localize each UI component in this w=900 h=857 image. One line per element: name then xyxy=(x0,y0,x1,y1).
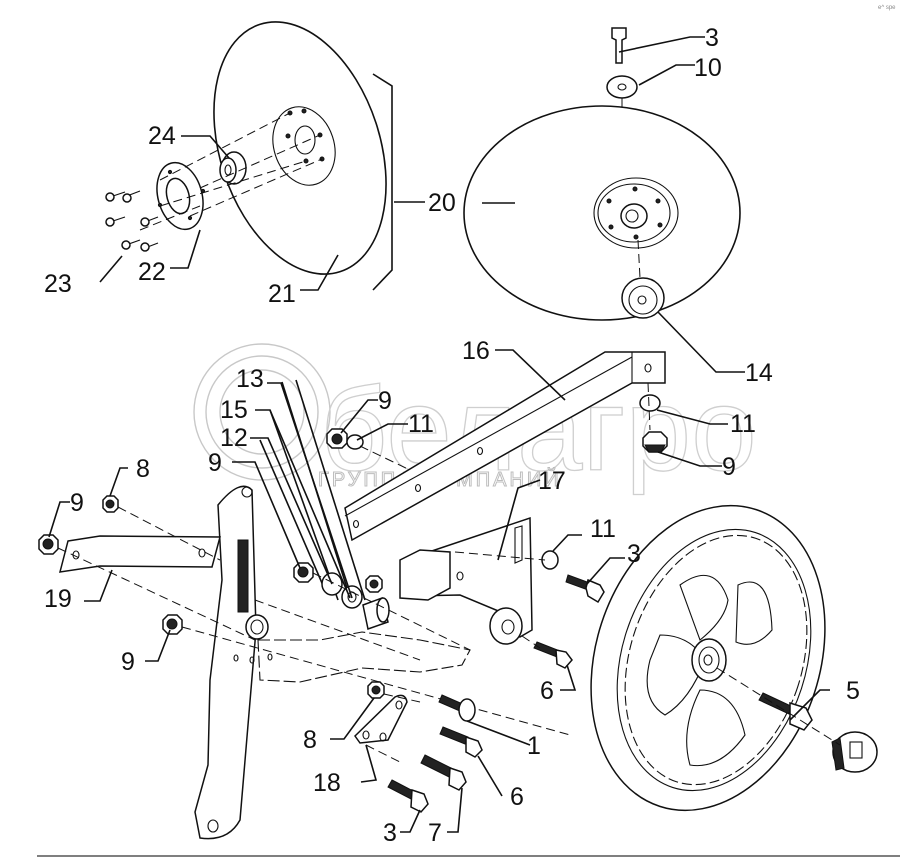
callout-3-top: 3 xyxy=(705,24,719,52)
callout-9-upper: 9 xyxy=(378,387,392,415)
washer-11-upper xyxy=(346,434,364,450)
callout-9-lower: 9 xyxy=(121,648,135,676)
callout-labels: 3 10 24 20 23 22 21 14 16 13 9 11 15 12 … xyxy=(44,24,860,847)
bushing-13 xyxy=(362,597,390,630)
bearing-24 xyxy=(219,151,247,185)
callout-11-bracket: 11 xyxy=(590,515,616,543)
callout-9-right: 9 xyxy=(722,453,736,481)
callout-13: 13 xyxy=(236,365,264,393)
callout-24: 24 xyxy=(148,122,176,150)
callout-10: 10 xyxy=(694,54,722,82)
bolt-1 xyxy=(438,694,476,722)
assembly-lines-left-disc xyxy=(139,112,323,231)
callout-6-upper: 6 xyxy=(540,677,554,705)
nut-9-small xyxy=(365,575,383,593)
callout-8-lower: 8 xyxy=(303,726,317,754)
callout-15: 15 xyxy=(220,396,248,424)
watermark: белагро ГРУППА КОМПАНИЙ xyxy=(193,343,757,497)
disc-blade-right xyxy=(463,105,741,321)
washer-10 xyxy=(606,75,638,99)
callout-20: 20 xyxy=(428,189,456,217)
callout-3-lower: 3 xyxy=(383,819,397,847)
callout-9-left: 9 xyxy=(70,489,84,517)
main-arm xyxy=(194,485,269,840)
assembly-lines-plate xyxy=(57,506,571,736)
gauge-wheel xyxy=(590,504,826,812)
bolt-3-bracket xyxy=(565,574,605,604)
frame-tube xyxy=(233,631,471,683)
nut-9-plate xyxy=(38,534,59,555)
hub-22 xyxy=(156,161,206,231)
bracket-17 xyxy=(399,516,533,645)
hub-cap xyxy=(831,731,878,773)
callout-8-top: 8 xyxy=(136,455,150,483)
bolt-3-top xyxy=(611,27,627,64)
assembly-lines-wheel xyxy=(365,551,841,763)
callout-9-mid: 9 xyxy=(208,449,222,477)
bolt-3-lower xyxy=(387,779,429,813)
callout-7: 7 xyxy=(428,819,442,847)
callout-12: 12 xyxy=(220,424,248,452)
callout-22: 22 xyxy=(138,258,166,286)
callout-16: 16 xyxy=(462,337,490,365)
assembly-line-mid xyxy=(312,572,471,651)
nut-9-lower xyxy=(162,614,183,635)
watermark-logo-ring-inner xyxy=(205,355,319,469)
callout-11-upper: 11 xyxy=(408,410,434,438)
callout-18: 18 xyxy=(313,769,341,797)
bar-16 xyxy=(344,351,666,542)
assembly-line-bar-16 xyxy=(647,382,651,431)
corner-mark: e^ spe xyxy=(878,5,896,11)
nut-8-plate xyxy=(102,495,119,513)
bracket-20 xyxy=(372,73,393,291)
plate-19 xyxy=(58,535,221,573)
callout-21: 21 xyxy=(268,280,296,308)
callout-3-bracket: 3 xyxy=(627,540,641,568)
bolt-6-upper xyxy=(533,641,573,669)
assembly-line-upper xyxy=(359,445,411,471)
washer-11-right xyxy=(639,394,661,412)
leader-lines xyxy=(48,36,830,833)
watermark-logo-ring-core xyxy=(219,369,305,455)
callout-23: 23 xyxy=(44,270,72,298)
disc-blade-left xyxy=(213,21,387,275)
nut-9-right xyxy=(642,431,668,453)
callout-1: 1 xyxy=(527,732,541,760)
bolt-7 xyxy=(420,754,467,791)
nut-9-mid xyxy=(293,562,314,583)
bolt-5 xyxy=(758,692,813,731)
plate-18 xyxy=(354,694,408,744)
callout-17: 17 xyxy=(538,467,566,495)
bolt-6-lower xyxy=(439,726,483,758)
nut-9-upper xyxy=(326,428,348,449)
cap-14 xyxy=(621,277,665,319)
nut-8-lower xyxy=(367,681,385,699)
assembly-line-14 xyxy=(637,239,641,279)
callout-5: 5 xyxy=(846,677,860,705)
callout-6-lower: 6 xyxy=(510,783,524,811)
callout-19: 19 xyxy=(44,585,72,613)
bolts-23 xyxy=(105,190,159,252)
callout-14: 14 xyxy=(745,359,773,387)
callout-11-right: 11 xyxy=(730,410,756,438)
